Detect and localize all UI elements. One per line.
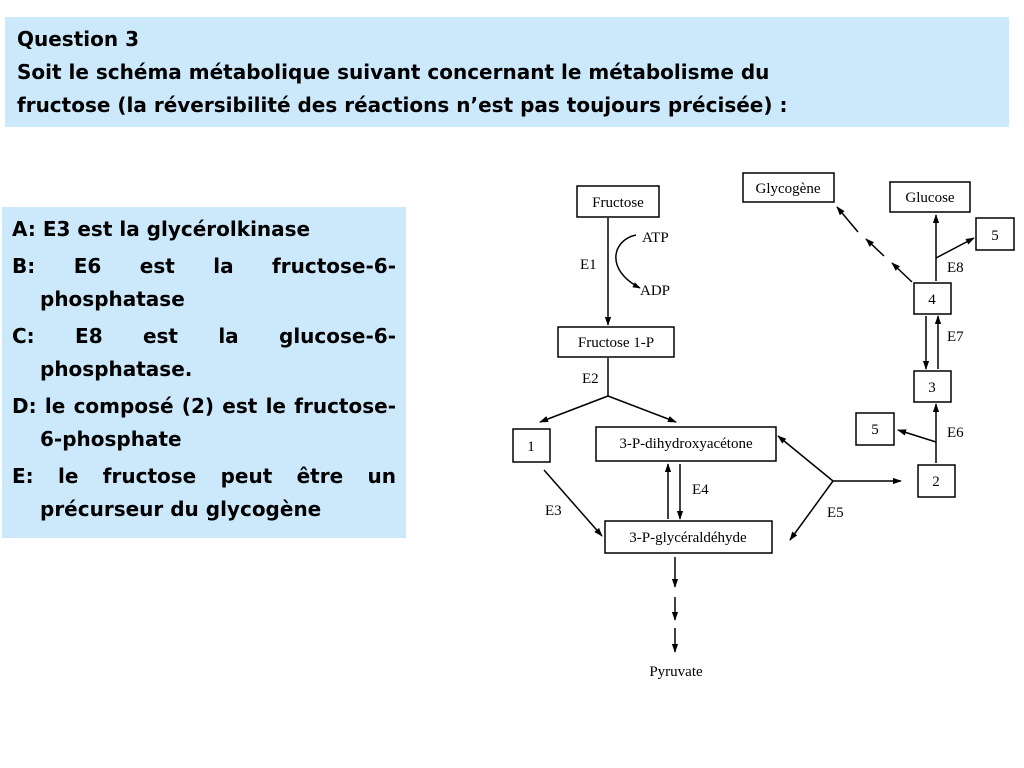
answer-letter: D:: [12, 394, 37, 418]
node-glucose-label: Glucose: [905, 190, 954, 206]
node-pyruvate: Pyruvate: [649, 664, 703, 680]
node-2-label: 2: [932, 474, 940, 490]
enzyme-e6: E6: [947, 425, 964, 441]
enzyme-e2: E2: [582, 371, 599, 387]
arrow-4-glycogen-3: [836, 206, 859, 233]
enzyme-e3: E3: [545, 503, 562, 519]
node-3-label: 3: [928, 380, 936, 396]
arrow-e2-to-1: [539, 395, 609, 423]
node-1: 1: [512, 428, 551, 463]
arrow-e2-to-dhap: [607, 395, 677, 423]
node-5-bottom: 5: [855, 412, 895, 446]
node-2: 2: [917, 464, 956, 498]
arrow-e3: [543, 469, 603, 537]
node-pyruvate-label: Pyruvate: [649, 664, 703, 680]
arrow-e5-to-g3p: [789, 480, 834, 541]
enzyme-e5: E5: [827, 505, 844, 521]
node-3: 3: [913, 370, 952, 403]
node-g3p-label: 3-P-glycéraldéhyde: [629, 530, 747, 546]
question-box: Question 3 Soit le schéma métabolique su…: [5, 17, 1009, 127]
enzyme-e8: E8: [947, 260, 964, 276]
question-title: Question 3: [17, 27, 139, 51]
answer-e: E: le fructose peut être un précurseur d…: [12, 460, 396, 526]
node-dhap-label: 3-P-dihydroxyacétone: [619, 436, 753, 452]
node-fructose: Fructose: [576, 185, 660, 218]
answer-letter: C:: [12, 324, 35, 348]
answer-letter: E:: [12, 464, 34, 488]
node-glycogene: Glycogène: [742, 172, 835, 203]
answers-box: A: E3 est la glycérolkinase B: E6 est la…: [2, 207, 406, 538]
answer-text: E8 est la glucose-6-phosphatase.: [40, 324, 396, 381]
cofactor-adp: ADP: [640, 283, 670, 299]
arrow-atp-adp: [615, 234, 641, 289]
enzyme-e4: E4: [692, 482, 709, 498]
node-fructose-label: Fructose: [592, 195, 644, 211]
node-dhap: 3-P-dihydroxyacétone: [595, 426, 777, 462]
enzyme-e7: E7: [947, 329, 964, 345]
answer-text: E6 est la fructose-6-phosphatase: [40, 254, 396, 311]
enzyme-e1: E1: [580, 257, 597, 273]
question-line-1: Soit le schéma métabolique suivant conce…: [17, 60, 770, 84]
node-5-top-label: 5: [991, 228, 999, 244]
answer-letter: A:: [12, 217, 36, 241]
answer-text: le fructose peut être un précurseur du g…: [40, 464, 396, 521]
arrow-4-glycogen-1: [891, 262, 913, 283]
answer-letter: B:: [12, 254, 36, 278]
arrow-e8-to-5: [935, 237, 975, 259]
node-fructose-1p: Fructose 1-P: [557, 326, 675, 358]
node-4-label: 4: [928, 292, 936, 308]
arrow-e5-to-dhap: [777, 435, 834, 482]
answer-text: E3 est la glycérolkinase: [42, 217, 311, 241]
node-1-label: 1: [527, 439, 535, 455]
arrow-4-glycogen-2: [865, 238, 885, 257]
answer-d: D: le composé (2) est le fructose-6-phos…: [12, 390, 396, 456]
node-glucose: Glucose: [889, 181, 971, 213]
node-5-top: 5: [975, 217, 1015, 251]
arrow-e6-to-5: [897, 429, 937, 443]
node-g3p: 3-P-glycéraldéhyde: [604, 520, 773, 554]
node-glycogene-label: Glycogène: [756, 181, 821, 197]
node-4: 4: [913, 282, 952, 315]
answer-c: C: E8 est la glucose-6-phosphatase.: [12, 320, 396, 386]
question-line-2: fructose (la réversibilité des réactions…: [17, 93, 788, 117]
answer-a: A: E3 est la glycérolkinase: [12, 213, 396, 246]
node-5-bottom-label: 5: [871, 422, 879, 438]
cofactor-atp: ATP: [642, 230, 669, 246]
answer-b: B: E6 est la fructose-6-phosphatase: [12, 250, 396, 316]
node-fructose-1p-label: Fructose 1-P: [578, 335, 654, 351]
answer-text: le composé (2) est le fructose-6-phospha…: [40, 394, 396, 451]
